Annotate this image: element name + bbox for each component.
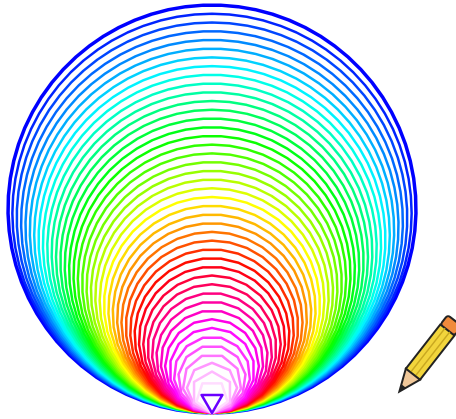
polygon-rings	[8, 5, 416, 413]
polygon-ring	[165, 319, 259, 413]
pencil-body	[406, 325, 455, 380]
pencil-icon[interactable]	[392, 315, 456, 397]
